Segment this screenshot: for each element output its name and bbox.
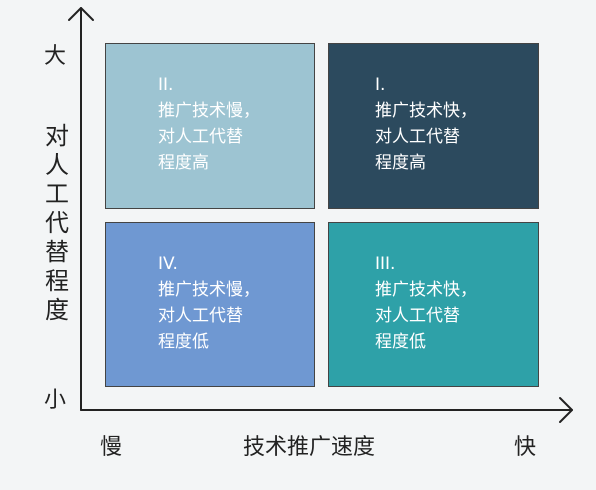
quadrant-iii: III. 推广技术快， 对人工代替 程度低 [328,222,539,387]
quadrant-text-line: 推广技术慢， [158,101,260,121]
quadrant-i: I. 推广技术快， 对人工代替 程度高 [328,43,539,209]
x-axis-arrow-icon [559,397,573,423]
quadrant-text-line: 对人工代替 [158,306,243,326]
quadrant-ii: II. 推广技术慢， 对人工代替 程度高 [105,43,315,209]
x-axis-low-label: 慢 [100,435,123,460]
quadrant-text-line: 程度高 [375,153,426,173]
quadrant-text-line: 对人工代替 [375,306,460,326]
quadrant-text-line: 程度低 [375,332,426,352]
quadrant-text-line: 对人工代替 [158,127,243,147]
quadrant-numeral: II. [158,75,174,95]
y-axis-title: 对人工代替程度 [45,122,69,324]
quadrant-numeral: III. [375,254,396,274]
quadrant-numeral: IV. [158,254,178,274]
y-axis-high-label: 大 [44,44,67,69]
y-axis-low-label: 小 [44,388,67,413]
quadrant-iv: IV. 推广技术慢， 对人工代替 程度低 [105,222,315,387]
y-axis-arrow-icon [68,7,94,21]
quadrant-text-line: 程度低 [158,332,209,352]
quadrant-text-line: 推广技术快， [375,280,477,300]
x-axis-high-label: 快 [514,435,537,460]
quadrant-text-line: 对人工代替 [375,127,460,147]
x-axis-title: 技术推广速度 [243,435,376,460]
quadrant-text-line: 程度高 [158,153,209,173]
quadrant-text-line: 推广技术慢， [158,280,260,300]
quadrant-text-line: 推广技术快， [375,101,477,121]
quadrant-numeral: I. [375,75,386,95]
